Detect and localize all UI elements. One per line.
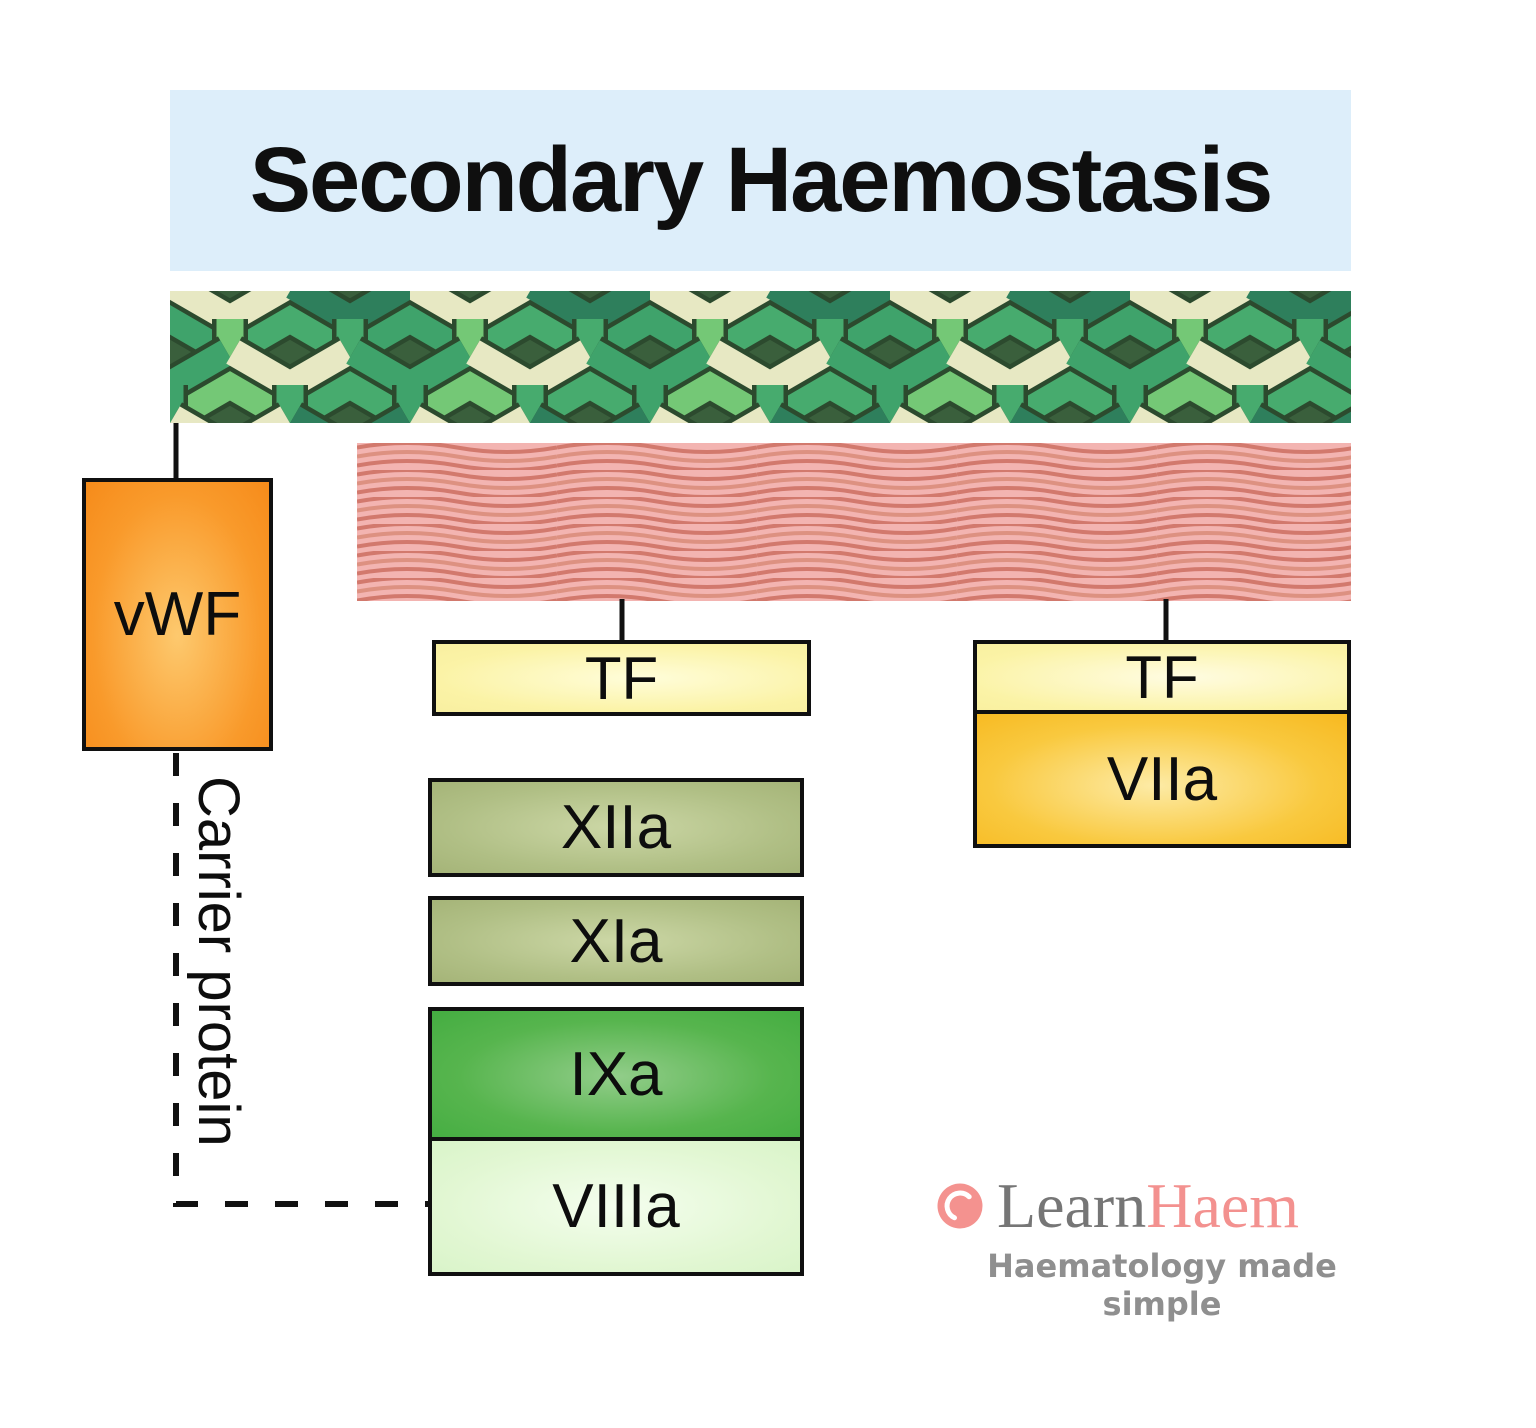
logo-wordmark: LearnHaem [997, 1174, 1299, 1238]
tf-left-label: TF [584, 644, 659, 712]
ixa-label: IXa [569, 1039, 663, 1109]
red-blood-cell-icon [937, 1183, 983, 1229]
viia-label: VIIa [1106, 744, 1218, 814]
viiia-box: VIIIa [428, 1137, 804, 1276]
carrier-protein-label: Carrier protein [186, 776, 251, 1147]
xia-box: XIa [428, 896, 804, 986]
title-banner: Secondary Haemostasis [170, 90, 1351, 271]
learnhaem-logo: LearnHaem [936, 1174, 1299, 1238]
collagen-weave-strip [170, 291, 1351, 423]
xiia-box: XIIa [428, 778, 804, 877]
viiia-label: VIIIa [552, 1172, 680, 1241]
tf-left-box: TF [432, 640, 811, 716]
page-title: Secondary Haemostasis [249, 129, 1274, 231]
tf-right-box: TF [973, 640, 1351, 714]
tf-right-label: TF [1125, 643, 1199, 711]
ixa-box: IXa [428, 1007, 804, 1141]
viia-box: VIIa [973, 710, 1351, 848]
vessel-wall-wave-strip [357, 443, 1351, 601]
xia-label: XIa [569, 906, 663, 976]
vwf-label: vWF [113, 580, 242, 649]
xiia-label: XIIa [560, 793, 672, 862]
logo-text-haem: Haem [1146, 1170, 1300, 1241]
logo-tagline: Haematology made simple [987, 1247, 1337, 1323]
logo-text-learn: Learn [997, 1170, 1147, 1241]
vwf-box: vWF [82, 478, 273, 751]
